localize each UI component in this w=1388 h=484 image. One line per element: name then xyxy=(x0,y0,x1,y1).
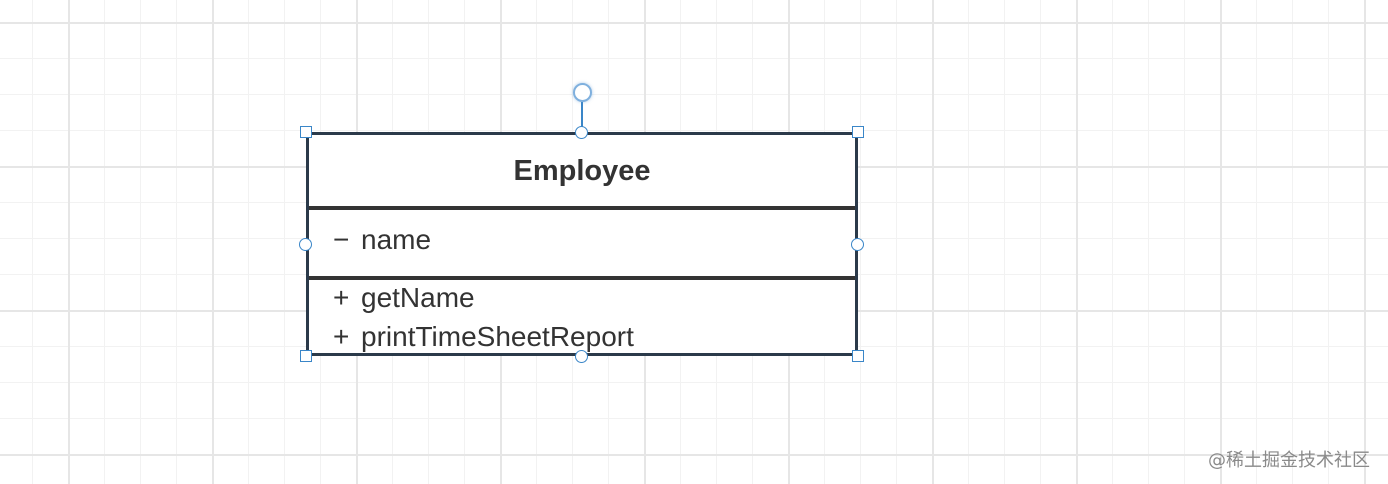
attribute-item[interactable]: −name xyxy=(333,224,431,256)
resize-handle-right[interactable] xyxy=(851,238,864,251)
attribute-name: name xyxy=(361,224,432,255)
resize-handle-top[interactable] xyxy=(575,126,588,139)
visibility-marker: − xyxy=(333,224,350,255)
method-item[interactable]: + getName xyxy=(333,282,475,314)
methods-compartment: + getName + printTimeSheetReport xyxy=(309,280,855,353)
rotate-handle[interactable] xyxy=(573,83,592,102)
resize-handle-bottom-left[interactable] xyxy=(300,350,312,362)
compartment-divider xyxy=(309,206,855,210)
resize-handle-bottom-right[interactable] xyxy=(852,350,864,362)
resize-handle-left[interactable] xyxy=(299,238,312,251)
resize-handle-top-left[interactable] xyxy=(300,126,312,138)
rotate-handle-stem xyxy=(581,102,583,128)
method-name: getName xyxy=(361,282,475,313)
uml-class-shape[interactable]: Employee −name + getName + printTimeSheetR… xyxy=(306,132,858,356)
method-item[interactable]: + printTimeSheetReport xyxy=(333,321,634,353)
attributes-compartment: −name xyxy=(309,210,855,276)
class-name-compartment: Employee xyxy=(309,135,855,207)
visibility-marker: + xyxy=(333,321,350,352)
compartment-divider xyxy=(309,276,855,280)
watermark: @稀土掘金技术社区 xyxy=(1208,450,1370,471)
class-name[interactable]: Employee xyxy=(513,154,651,187)
visibility-marker: + xyxy=(333,282,350,313)
method-name: printTimeSheetReport xyxy=(361,321,634,352)
resize-handle-top-right[interactable] xyxy=(852,126,864,138)
resize-handle-bottom[interactable] xyxy=(575,350,588,363)
